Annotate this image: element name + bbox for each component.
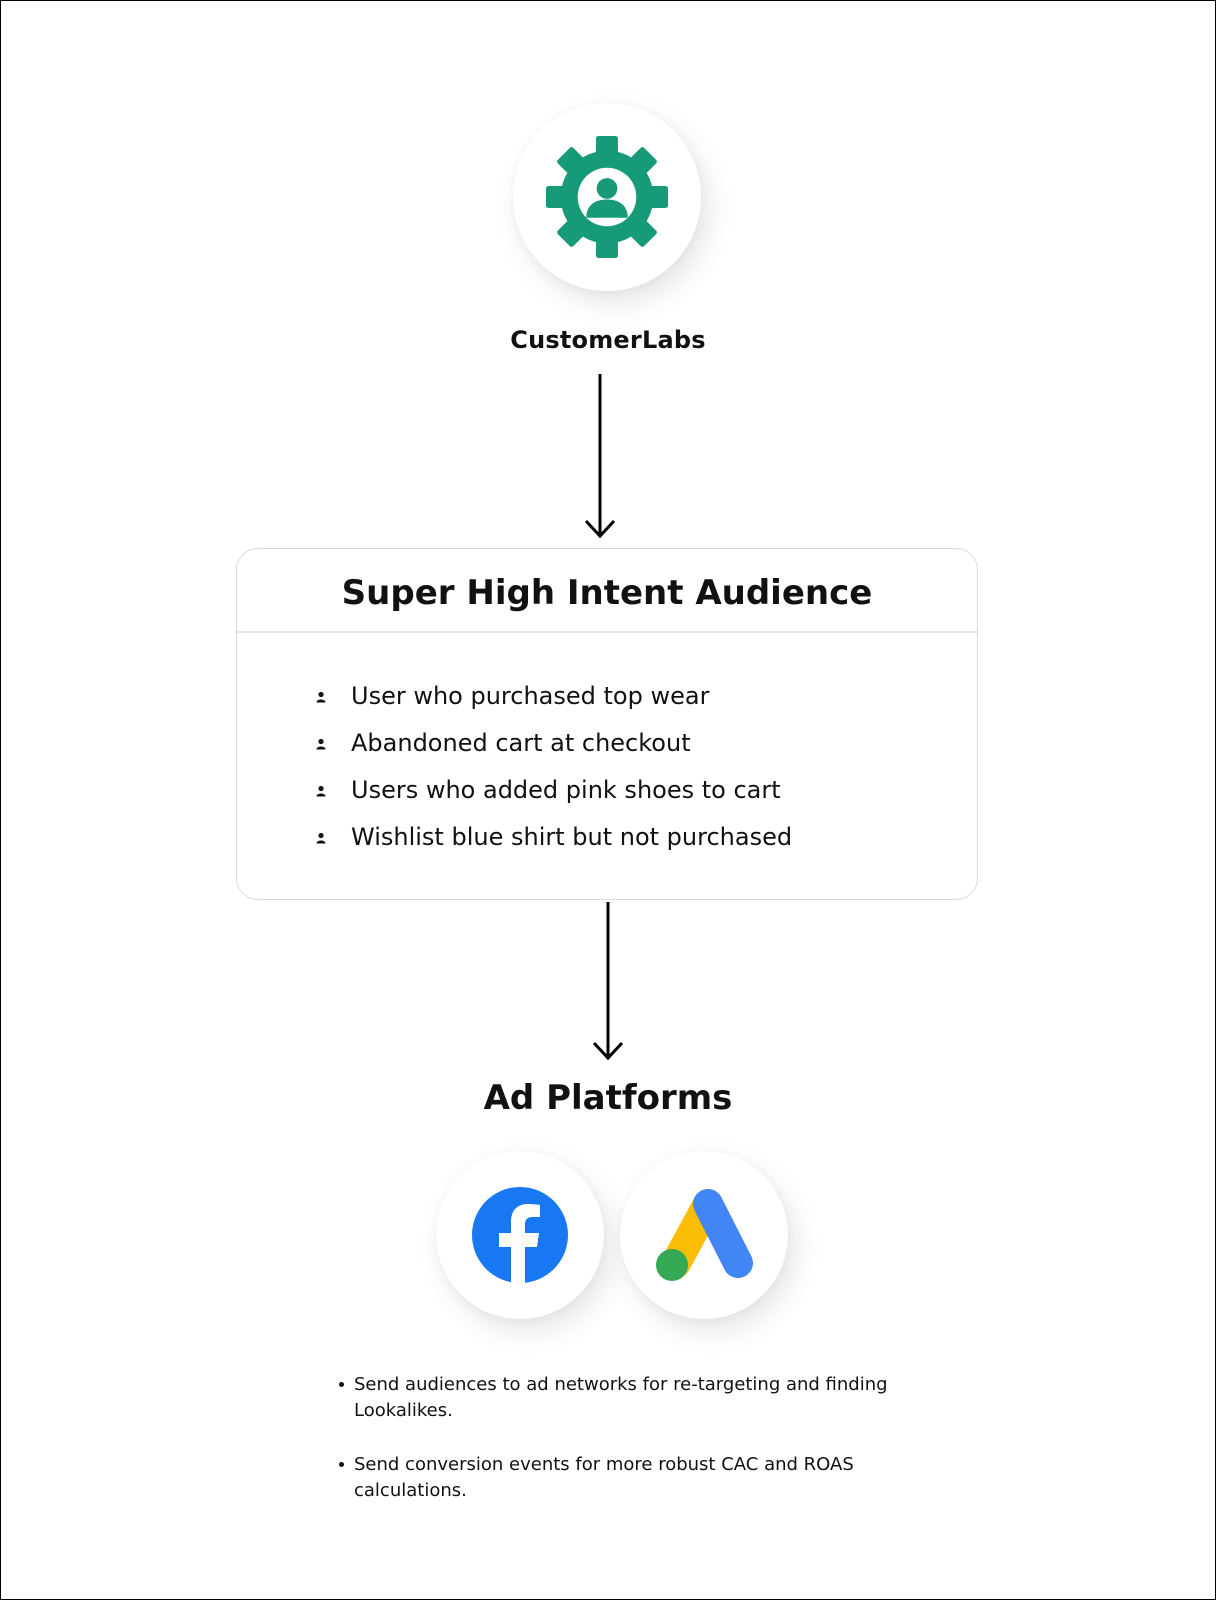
- audience-card: Super High Intent Audience User who purc…: [236, 548, 978, 900]
- bullet-icon: [339, 1382, 344, 1387]
- list-item: Send audiences to ad networks for re-tar…: [337, 1372, 897, 1424]
- list-item: User who purchased top wear: [315, 681, 792, 728]
- note-text: Send audiences to ad networks for re-tar…: [354, 1374, 888, 1421]
- list-item: Send conversion events for more robust C…: [337, 1452, 897, 1504]
- person-icon: [316, 691, 326, 703]
- notes-list: Send audiences to ad networks for re-tar…: [337, 1372, 897, 1532]
- person-icon: [316, 738, 326, 750]
- audience-item-label: Users who added pink shoes to cart: [351, 776, 781, 804]
- google-ads-logo-circle: [620, 1151, 788, 1319]
- customerlabs-logo-circle: [513, 103, 701, 291]
- person-icon: [316, 785, 326, 797]
- card-divider: [237, 631, 977, 633]
- gear-user-icon: [546, 136, 668, 258]
- note-text: Send conversion events for more robust C…: [354, 1454, 854, 1501]
- facebook-logo-circle: [436, 1151, 604, 1319]
- audience-card-title: Super High Intent Audience: [341, 573, 873, 613]
- audience-item-label: Wishlist blue shirt but not purchased: [351, 823, 793, 851]
- list-item: Abandoned cart at checkout: [315, 728, 792, 775]
- audience-item-label: User who purchased top wear: [351, 682, 710, 710]
- facebook-logo-icon: [472, 1187, 568, 1283]
- audience-item-label: Abandoned cart at checkout: [351, 729, 691, 757]
- person-icon: [316, 832, 326, 844]
- brand-name: CustomerLabs: [510, 326, 706, 354]
- flow-arrow-down: [592, 902, 624, 1061]
- list-item: Users who added pink shoes to cart: [315, 775, 792, 822]
- google-ads-logo-icon: [656, 1189, 753, 1281]
- bullet-icon: [339, 1462, 344, 1467]
- audience-list: User who purchased top wear Abandoned ca…: [315, 681, 792, 869]
- list-item: Wishlist blue shirt but not purchased: [315, 822, 792, 869]
- ad-platforms-title: Ad Platforms: [483, 1078, 733, 1118]
- flow-arrow-down: [584, 374, 616, 539]
